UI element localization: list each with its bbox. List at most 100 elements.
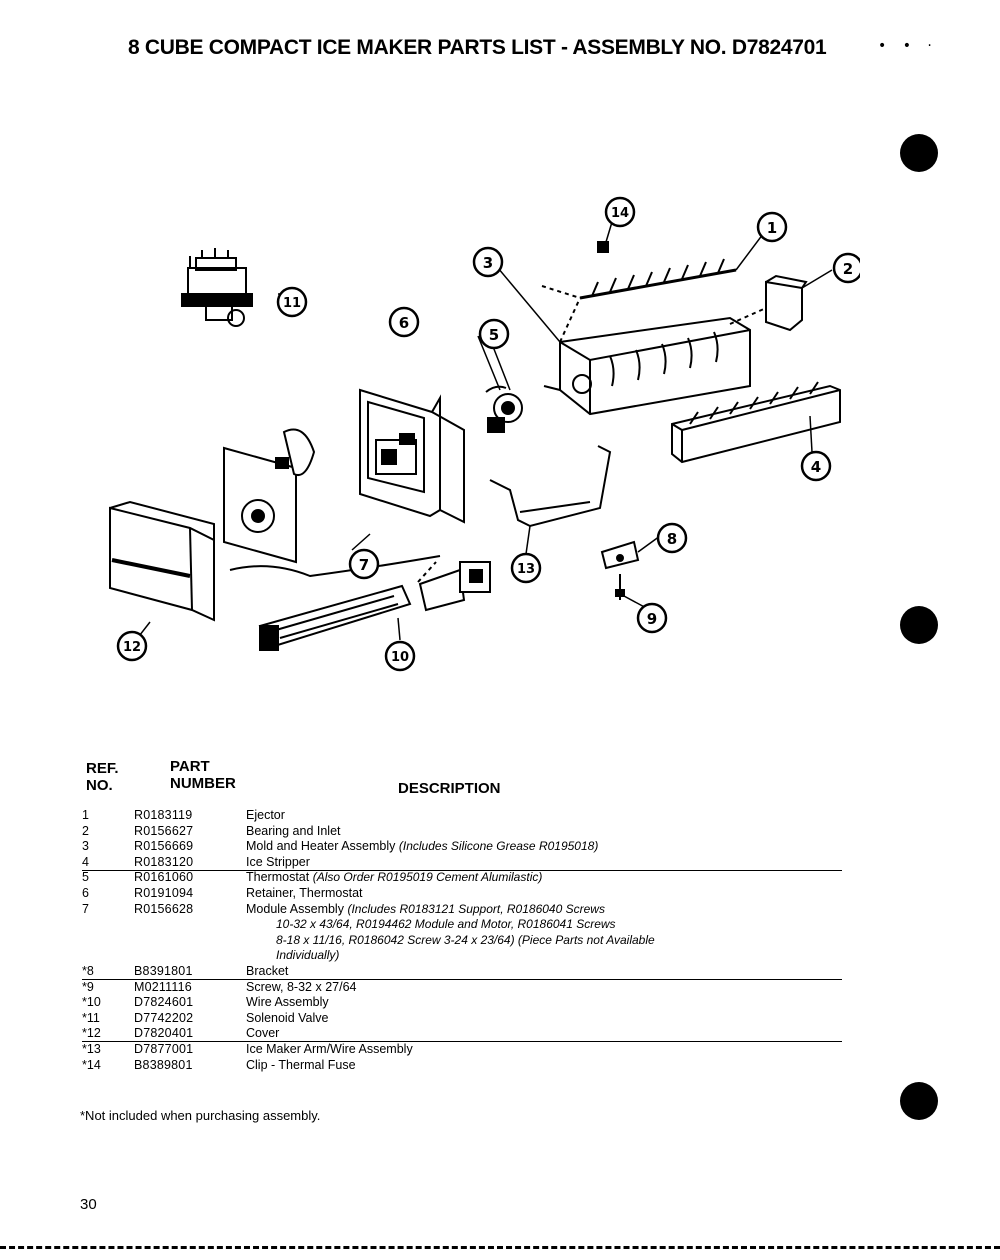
part-header-line1: PART bbox=[170, 758, 210, 775]
description-text: Wire Assembly bbox=[246, 995, 329, 1010]
table-row: 1 R0183119 Ejector bbox=[80, 808, 840, 824]
ref-no: 7 bbox=[82, 901, 89, 916]
svg-text:2: 2 bbox=[843, 260, 853, 278]
ref-header: REF. NO. bbox=[86, 760, 119, 794]
description: Module Assembly (Includes R0183121 Suppo… bbox=[246, 902, 806, 918]
wire-assembly-part bbox=[258, 561, 491, 651]
part-number: D7742202 bbox=[134, 1010, 194, 1025]
svg-text:4: 4 bbox=[811, 458, 821, 476]
callout-13: 13 bbox=[510, 552, 542, 584]
svg-text:11: 11 bbox=[283, 296, 301, 311]
svg-text:6: 6 bbox=[399, 314, 409, 332]
ejector-part bbox=[541, 241, 737, 343]
thermostat-part bbox=[485, 385, 523, 433]
description-continuation: 10-32 x 43/64, R0194462 Module and Motor… bbox=[276, 917, 616, 932]
part-number: R0156627 bbox=[134, 823, 194, 838]
part-number: D7824601 bbox=[134, 995, 194, 1010]
group-divider bbox=[82, 1041, 842, 1042]
part-number: D7820401 bbox=[134, 1026, 194, 1041]
part-number: R0156628 bbox=[134, 901, 194, 916]
part-number: R0156669 bbox=[134, 839, 194, 854]
footnote: *Not included when purchasing assembly. bbox=[80, 1108, 321, 1123]
description-text: Ejector bbox=[246, 808, 285, 822]
page-number: 30 bbox=[80, 1196, 97, 1213]
table-row: *9 M0211116 Screw, 8-32 x 27/64 bbox=[80, 980, 840, 996]
leader-lines bbox=[135, 221, 833, 641]
svg-text:9: 9 bbox=[647, 610, 657, 628]
callout-14: 14 bbox=[604, 196, 636, 228]
callout-2: 2 bbox=[832, 252, 860, 284]
table-row-continuation: 8-18 x 11/16, R0186042 Screw 3-24 x 23/6… bbox=[80, 933, 840, 949]
bearing-inlet-part bbox=[729, 274, 808, 332]
description-text: Solenoid Valve bbox=[246, 1010, 329, 1025]
ref-no: 6 bbox=[82, 885, 89, 900]
description: Ice Stripper bbox=[246, 855, 806, 871]
description-note: (Includes R0183121 Support, R0186040 Scr… bbox=[347, 901, 605, 916]
cover-part bbox=[109, 500, 215, 622]
description-note: (Also Order R0195019 Cement Alumilastic) bbox=[312, 870, 543, 885]
module-assembly-part bbox=[223, 388, 465, 578]
part-number: R0183119 bbox=[134, 808, 193, 822]
ref-header-line1: REF. bbox=[86, 760, 119, 777]
description-continuation: Individually) bbox=[276, 948, 340, 963]
callout-12: 12 bbox=[116, 630, 148, 662]
svg-text:13: 13 bbox=[517, 562, 535, 577]
description-text: Ice Stripper bbox=[246, 854, 310, 869]
description-text: Bracket bbox=[246, 963, 289, 978]
table-row: *10 D7824601 Wire Assembly bbox=[80, 995, 840, 1011]
description: Clip - Thermal Fuse bbox=[246, 1058, 806, 1074]
description: Cover bbox=[246, 1026, 806, 1042]
table-row: 2 R0156627 Bearing and Inlet bbox=[80, 824, 840, 840]
ref-no: 2 bbox=[82, 823, 89, 838]
svg-text:7: 7 bbox=[359, 556, 369, 574]
svg-text:10: 10 bbox=[391, 650, 409, 665]
table-row-continuation: 10-32 x 43/64, R0194462 Module and Motor… bbox=[80, 917, 840, 933]
description: Mold and Heater Assembly (Includes Silic… bbox=[246, 839, 806, 855]
ref-no: *11 bbox=[82, 1010, 100, 1025]
ref-no: 1 bbox=[82, 808, 89, 822]
description: Ice Maker Arm/Wire Assembly bbox=[246, 1042, 806, 1058]
description-header: DESCRIPTION bbox=[398, 780, 501, 797]
description-text: Cover bbox=[246, 1026, 280, 1041]
ref-no: *10 bbox=[82, 995, 101, 1010]
ref-no: 5 bbox=[82, 870, 89, 885]
binder-hole-middle bbox=[900, 606, 938, 644]
description-note: (Includes Silicone Grease R0195018) bbox=[398, 839, 599, 854]
page-title: 8 CUBE COMPACT ICE MAKER PARTS LIST - AS… bbox=[128, 36, 827, 59]
description: Solenoid Valve bbox=[246, 1011, 806, 1027]
svg-text:1: 1 bbox=[767, 219, 777, 237]
svg-text:8: 8 bbox=[667, 530, 677, 548]
svg-text:5: 5 bbox=[489, 326, 499, 344]
part-header-line2: NUMBER bbox=[170, 775, 236, 792]
ref-no: *8 bbox=[82, 963, 94, 978]
binder-hole-bottom bbox=[900, 1082, 938, 1120]
description-text: Bearing and Inlet bbox=[246, 823, 341, 838]
callout-10: 10 bbox=[384, 640, 416, 672]
parts-list: 1 R0183119 Ejector 2 R0156627 Bearing and In… bbox=[80, 808, 840, 1073]
part-number: D7877001 bbox=[134, 1041, 194, 1056]
group-divider bbox=[82, 870, 842, 871]
callout-circles: 1 2 3 4 5 6 7 8 9 10 11 12 13 14 bbox=[116, 196, 860, 672]
callout-5: 5 bbox=[478, 318, 510, 350]
ref-no: *9 bbox=[82, 979, 94, 994]
table-row-continuation: Individually) bbox=[80, 948, 840, 964]
description-text: Clip - Thermal Fuse bbox=[246, 1057, 356, 1072]
callout-4: 4 bbox=[800, 450, 832, 482]
callout-9: 9 bbox=[636, 602, 668, 634]
callout-3: 3 bbox=[472, 246, 504, 278]
callout-1: 1 bbox=[756, 211, 788, 243]
part-number: M0211116 bbox=[134, 979, 192, 994]
description: Screw, 8-32 x 27/64 bbox=[246, 980, 806, 996]
group-divider bbox=[82, 979, 842, 980]
callout-6: 6 bbox=[388, 306, 420, 338]
callout-7: 7 bbox=[348, 548, 380, 580]
table-row: 7 R0156628 Module Assembly (Includes R0183… bbox=[80, 902, 840, 918]
description: Bracket bbox=[246, 964, 806, 980]
table-row: *11 D7742202 Solenoid Valve bbox=[80, 1011, 840, 1027]
description-text: Retainer, Thermostat bbox=[246, 885, 363, 900]
